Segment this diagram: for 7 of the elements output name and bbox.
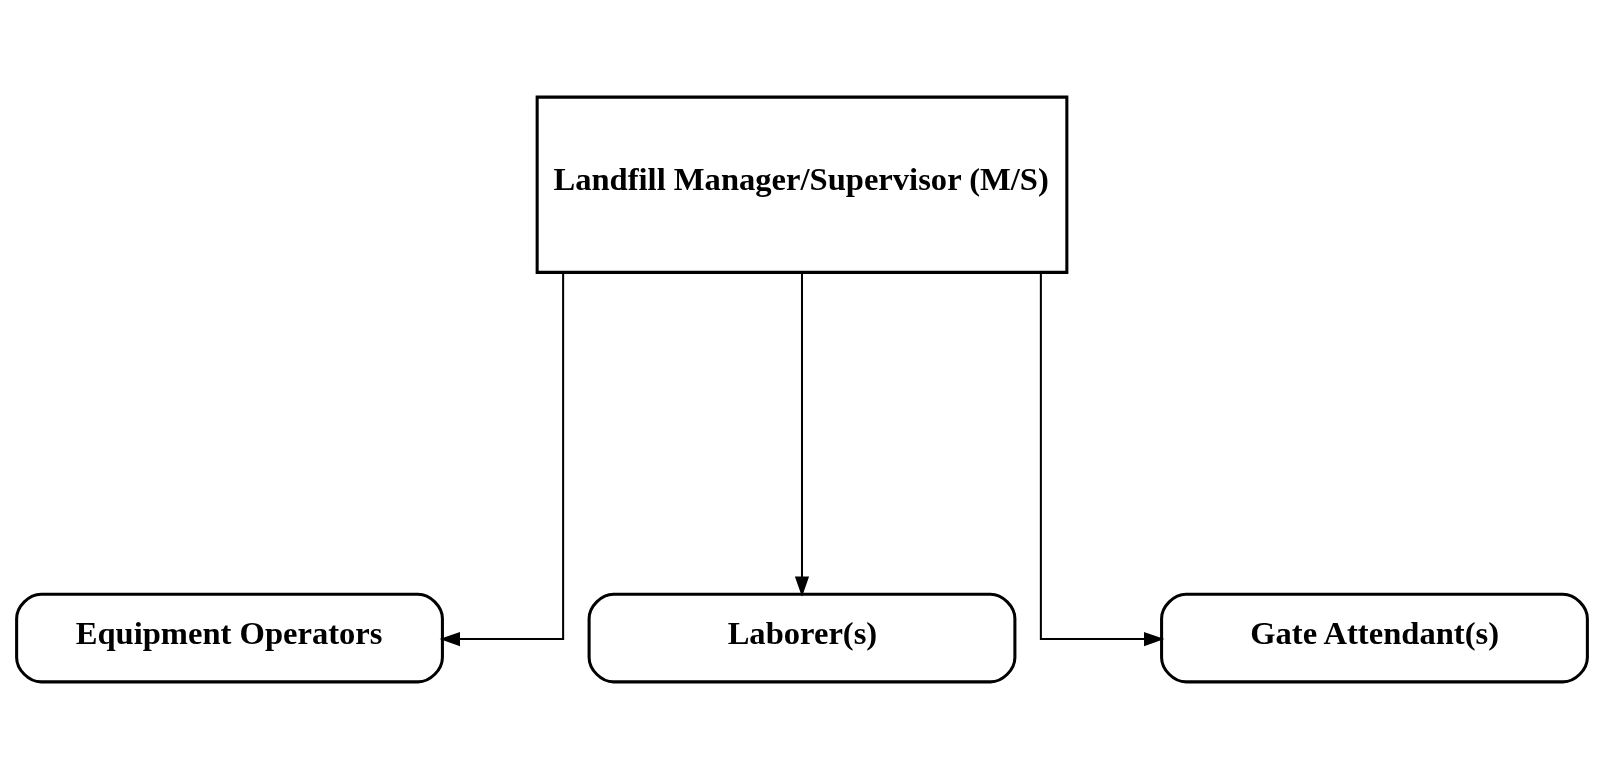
- arrow: [439, 272, 565, 647]
- arrow: [794, 272, 810, 597]
- node-box: Gate Attendant(s): [1160, 592, 1589, 684]
- arrow: [1039, 272, 1165, 647]
- node-box: Equipment Operators: [15, 592, 444, 684]
- node-box: Landfill Manager/Supervisor (M/S): [535, 95, 1069, 274]
- node-box: Laborer(s): [587, 592, 1017, 684]
